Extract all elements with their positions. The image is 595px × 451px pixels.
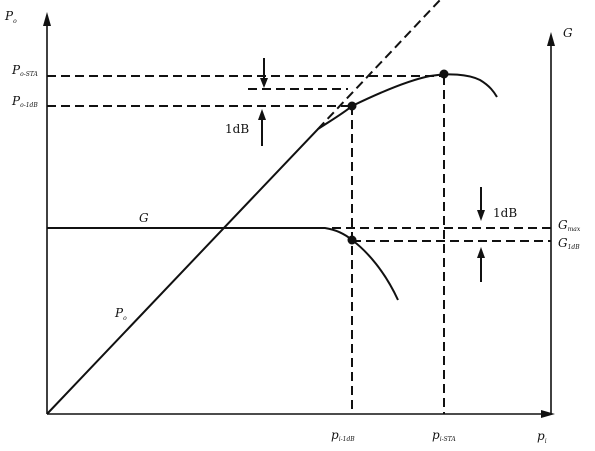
pi-sta-label: pi-STA — [432, 428, 456, 443]
po-sta-label: Po-STA — [11, 63, 39, 78]
gain-curve-label: G — [139, 211, 149, 225]
upper-up-arrowhead — [258, 109, 266, 120]
lower-down-arrowhead — [477, 210, 485, 221]
x-axis-arrowhead — [541, 410, 555, 418]
upper-down-arrowhead — [260, 78, 268, 88]
po-curve — [46, 73, 498, 415]
po-curve-label: Po — [114, 306, 127, 322]
po-sta-point — [439, 69, 449, 79]
po-1db-label: Po-1dB — [11, 94, 38, 109]
g1db-label: G1dB — [558, 236, 580, 251]
gmax-label: Gmax — [558, 218, 581, 233]
left-y-axis-arrowhead — [43, 12, 51, 26]
po-linear-extrapolation — [317, 0, 441, 130]
upper-1db-annotation: 1dB — [225, 122, 249, 136]
po-1db-point — [347, 101, 357, 111]
right-y-axis-arrowhead — [547, 32, 555, 46]
pi-1db-label: pi-1dB — [331, 428, 355, 443]
g-1db-point — [347, 235, 357, 245]
lower-1db-annotation: 1dB — [493, 206, 517, 220]
gain-curve — [47, 227, 399, 301]
x-axis-label: pi — [537, 429, 547, 445]
right-axis-label: G — [563, 26, 573, 40]
lower-up-arrowhead — [477, 247, 485, 258]
left-axis-label: Po — [4, 9, 17, 25]
